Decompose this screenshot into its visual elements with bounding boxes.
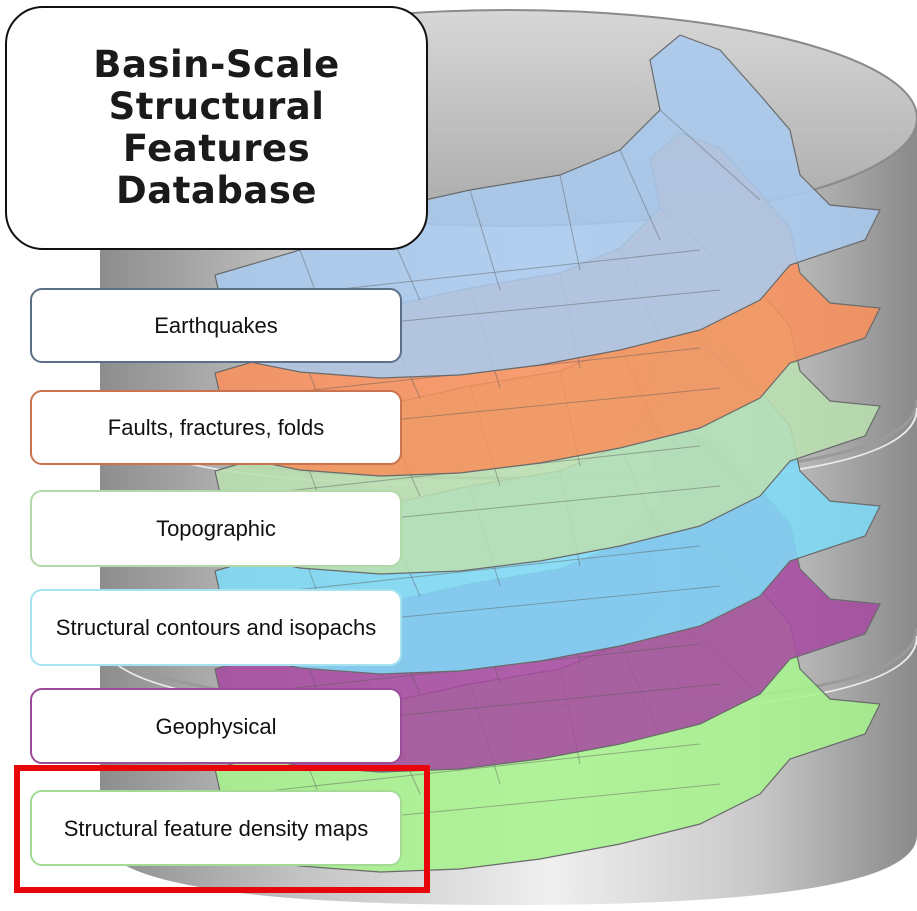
layer-label-structural-contours: Structural contours and isopachs <box>30 589 402 666</box>
layer-label-geophysical: Geophysical <box>30 688 402 764</box>
database-title: Basin-Scale Structural Features Database <box>93 44 339 212</box>
layer-label-topographic: Topographic <box>30 490 402 567</box>
highlight-frame <box>14 765 430 893</box>
layer-label-earthquakes: Earthquakes <box>30 288 402 363</box>
layer-label-faults: Faults, fractures, folds <box>30 390 402 465</box>
database-title-box: Basin-Scale Structural Features Database <box>5 6 428 250</box>
